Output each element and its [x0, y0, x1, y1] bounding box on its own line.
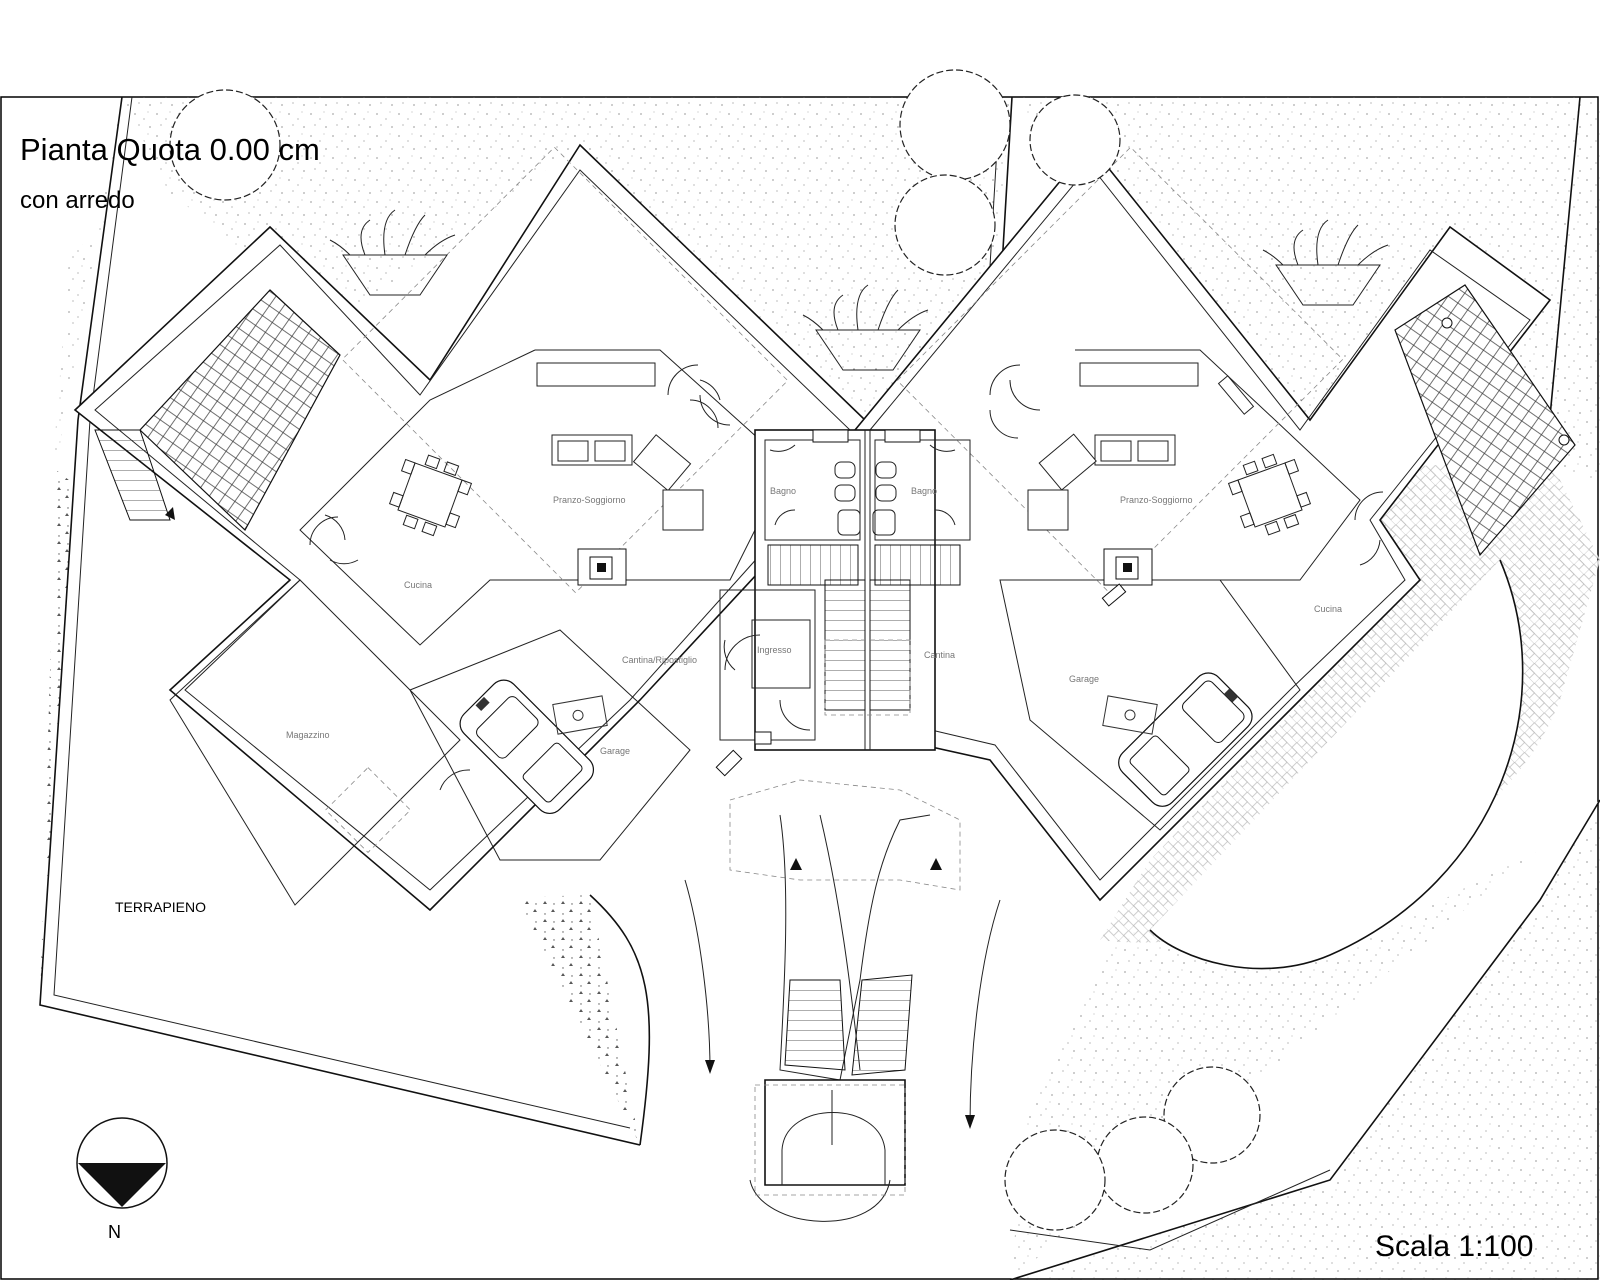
trees — [169, 69, 1261, 1231]
room-label-left-bath: Bagno — [770, 486, 796, 496]
plant-decorations — [329, 209, 1389, 371]
access-stairs — [165, 507, 1001, 1222]
room-label-right-bath: Bagno — [911, 486, 937, 496]
room-label-storage: Magazzino — [286, 730, 330, 740]
north-arrow — [76, 1117, 168, 1209]
room-label-left-cellar: Cantina/Ripostiglio — [622, 655, 697, 665]
room-label-right-kitchen: Cucina — [1314, 604, 1342, 614]
terrain-label: TERRAPIENO — [115, 899, 206, 915]
drawing-subtitle: con arredo — [20, 187, 135, 214]
central-core — [715, 429, 1127, 777]
north-label: N — [108, 1222, 121, 1242]
right-house — [854, 143, 1576, 902]
scale-label: Scala 1:100 — [1375, 1230, 1533, 1263]
room-label-entrance: Ingresso — [757, 645, 792, 655]
room-label-right-garage: Garage — [1069, 674, 1099, 684]
left-house — [73, 143, 867, 912]
paved-area — [1100, 460, 1600, 943]
room-label-right-cellar: Cantina — [924, 650, 955, 660]
room-label-left-living: Pranzo-Soggiorno — [553, 495, 626, 505]
room-label-left-garage: Garage — [600, 746, 630, 756]
drawing-title: Pianta Quota 0.00 cm — [20, 132, 320, 167]
room-label-right-living: Pranzo-Soggiorno — [1120, 495, 1193, 505]
room-label-left-kitchen: Cucina — [404, 580, 432, 590]
